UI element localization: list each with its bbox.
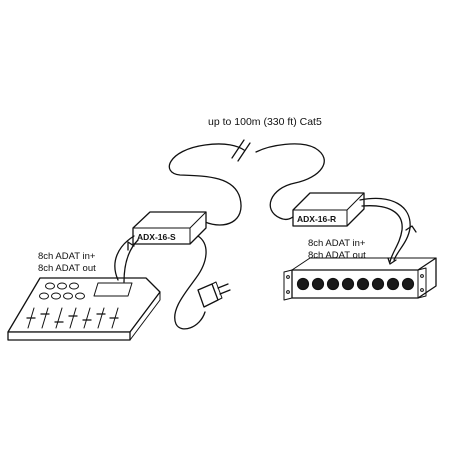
rack-connectors [296, 277, 415, 291]
left-adat-cables [114, 235, 139, 283]
adx-16-r-label: ADX-16-R [297, 214, 336, 224]
cat5-cable [168, 143, 325, 226]
right-adat-out-label: 8ch ADAT out [308, 250, 366, 261]
power-cable [174, 235, 207, 330]
mixing-console-icon [7, 277, 161, 341]
left-adat-in-label: 8ch ADAT in+ [38, 251, 96, 262]
power-adapter-icon [197, 281, 231, 308]
rack-unit-icon [283, 257, 437, 301]
console-knobs [39, 282, 85, 300]
console-faders [26, 307, 119, 329]
adx-16-s-label: ADX-16-S [137, 232, 176, 242]
console-display [93, 282, 133, 297]
cable-length-label: up to 100m (330 ft) Cat5 [208, 116, 322, 128]
right-adat-in-label: 8ch ADAT in+ [308, 238, 366, 249]
cable-break-mark [231, 139, 251, 162]
adx-16-s-box: ADX-16-S [132, 211, 207, 245]
right-adat-cables [359, 197, 417, 265]
left-adat-out-label: 8ch ADAT out [38, 263, 96, 274]
adx-16-r-box: ADX-16-R [292, 192, 365, 227]
